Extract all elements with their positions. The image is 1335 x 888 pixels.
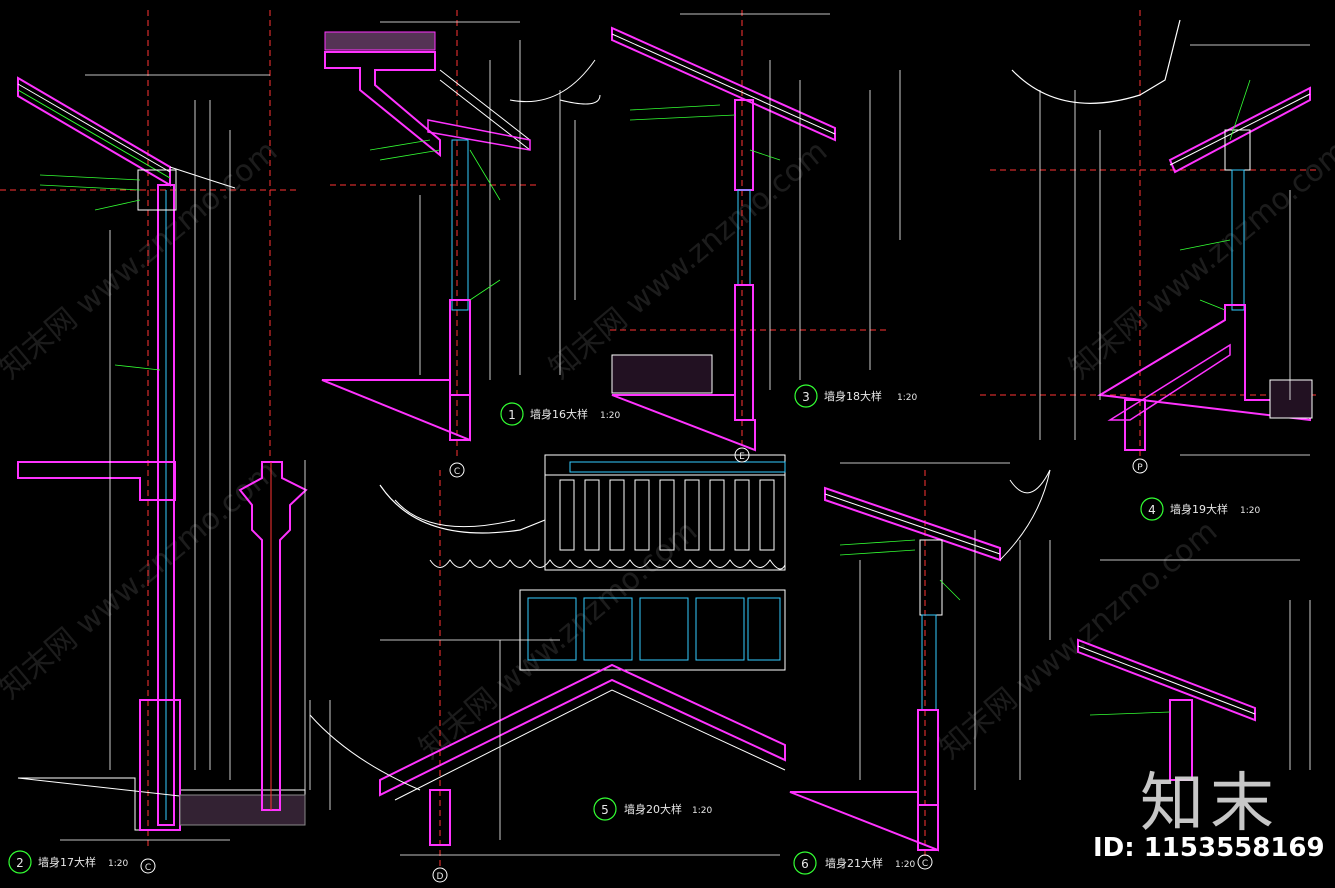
detail-title: 墙身17大样	[38, 855, 96, 869]
detail-number: 6	[801, 857, 809, 871]
detail-scale: 1:20	[600, 411, 620, 421]
detail-title-1: 1 墙身16大样 1:20	[500, 402, 620, 426]
axis-bubble	[917, 854, 933, 870]
axis-label: C	[145, 863, 151, 873]
axis-label: P	[1137, 463, 1143, 473]
detail-5-drawing	[309, 454, 786, 856]
detail-titles: 1 墙身16大样 1:20 2 墙身17大样 1:20 3 墙身18大样 1:2…	[8, 384, 1260, 875]
detail-title: 墙身18大样	[824, 389, 882, 403]
axis-bubble	[140, 858, 156, 874]
detail-4-drawing	[1009, 19, 1313, 494]
detail-title-4: 4 墙身19大样 1:20	[1140, 497, 1260, 521]
axis-label: D	[437, 872, 444, 882]
watermark-text: 知末网 www.znzmo.com	[543, 134, 834, 386]
detail-3-drawing	[559, 13, 901, 452]
detail-number: 5	[601, 803, 609, 817]
detail-title-6: 6 墙身21大样 1:20	[793, 851, 915, 875]
detail-title: 墙身21大样	[825, 856, 883, 870]
detail-scale: 1:20	[897, 393, 917, 403]
axis-lines	[0, 10, 1320, 870]
detail-title-2: 2 墙身17大样 1:20	[8, 850, 128, 874]
axis-bubble	[1132, 458, 1148, 474]
watermark-logo: 知末	[1140, 767, 1280, 841]
watermark-id: ID: 1153558169	[1093, 833, 1325, 863]
detail-title-5: 5 墙身20大样 1:20	[593, 797, 712, 821]
detail-scale: 1:20	[895, 860, 915, 870]
axis-bubble	[449, 462, 465, 478]
detail-title: 墙身19大样	[1170, 502, 1228, 516]
detail-number: 1	[508, 408, 516, 422]
axis-label: E	[739, 452, 745, 462]
detail-title-3: 3 墙身18大样 1:20	[794, 384, 917, 408]
detail-number: 2	[16, 856, 24, 870]
detail-scale: 1:20	[108, 859, 128, 869]
detail-number: 3	[802, 390, 810, 404]
detail-1-drawing	[321, 21, 596, 442]
detail-2-drawing	[17, 74, 308, 841]
detail-number: 4	[1148, 503, 1156, 517]
detail-scale: 1:20	[1240, 506, 1260, 516]
axis-bubbles: C C E P D C	[140, 447, 1148, 883]
axis-bubble	[432, 867, 448, 883]
axis-label: C	[454, 467, 460, 477]
detail-title: 墙身16大样	[530, 407, 588, 421]
detail-title: 墙身20大样	[624, 802, 682, 816]
axis-label: C	[922, 859, 928, 869]
detail-6-drawing	[789, 462, 1311, 852]
watermark-text: 知末网 www.znzmo.com	[1063, 134, 1335, 386]
axis-bubble	[734, 447, 750, 463]
detail-scale: 1:20	[692, 806, 712, 816]
watermark-text: 知末网 www.znzmo.com	[0, 134, 284, 386]
